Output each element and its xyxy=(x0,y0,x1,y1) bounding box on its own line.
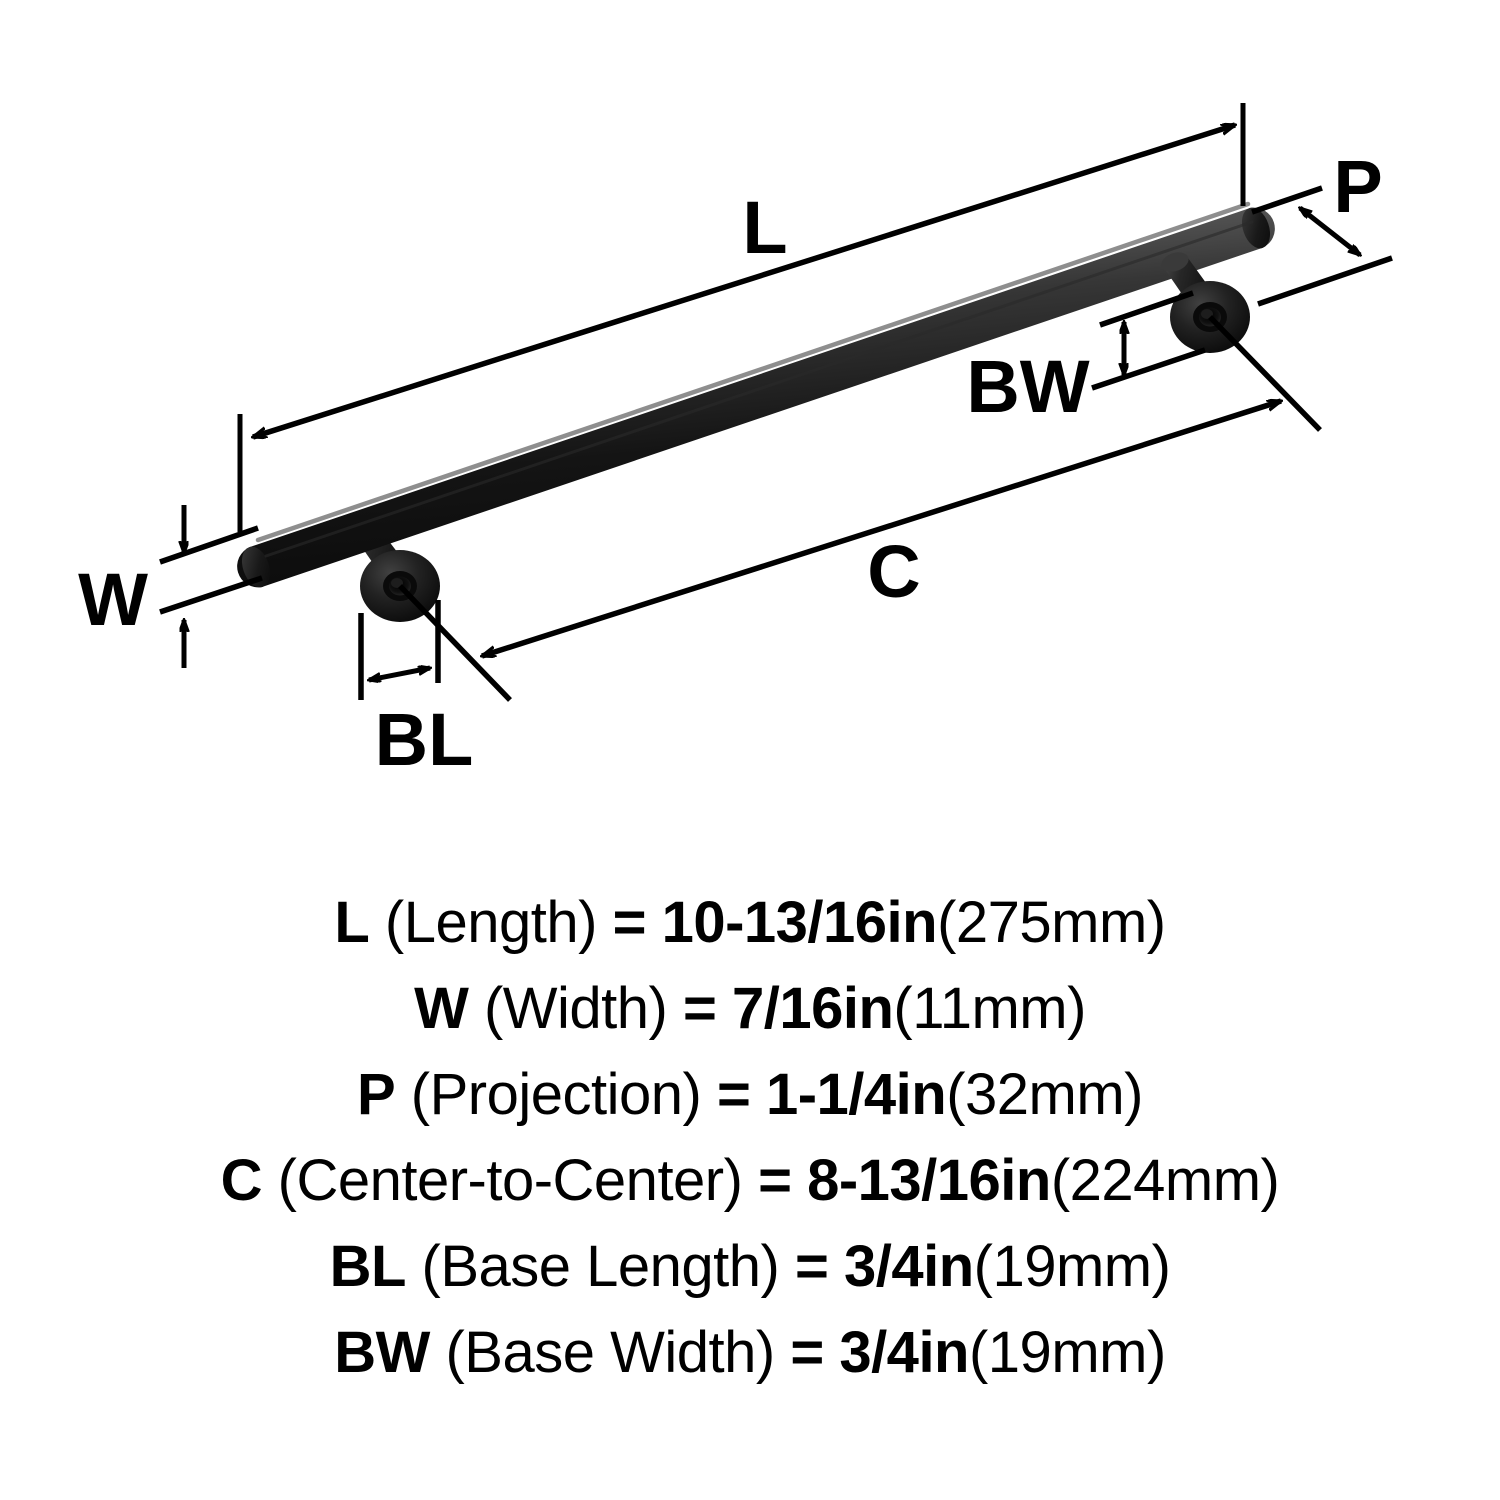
spec-value-inches: 7/16in xyxy=(731,976,894,1041)
base-width-extension-bottom xyxy=(1091,347,1206,391)
label-base-width: BW xyxy=(966,345,1089,428)
dimension-projection: P xyxy=(1251,145,1393,307)
label-center-to-center: C xyxy=(867,530,920,613)
spec-equals: = xyxy=(612,890,647,955)
spec-value-inches: 3/4in xyxy=(839,1320,969,1385)
spec-name: (Center-to-Center) xyxy=(277,1148,743,1213)
spec-value-mm: (19mm) xyxy=(973,1234,1171,1299)
spec-value-mm: (19mm) xyxy=(968,1320,1166,1385)
spec-name: (Base Length) xyxy=(421,1234,780,1299)
spec-value-inches: 1-1/4in xyxy=(765,1062,947,1127)
spec-row-width: W (Width) = 7/16in(11mm) xyxy=(0,966,1500,1052)
length-arrow xyxy=(253,122,1235,440)
spec-symbol: W xyxy=(414,976,469,1041)
label-width: W xyxy=(78,558,148,641)
spec-equals: = xyxy=(682,976,717,1041)
spec-symbol: L xyxy=(334,890,370,955)
label-base-length: BL xyxy=(375,698,474,781)
width-extension-top xyxy=(159,525,259,565)
spec-equals: = xyxy=(716,1062,751,1127)
spec-symbol: P xyxy=(356,1062,396,1127)
width-extension-bottom xyxy=(159,575,263,615)
spec-value-mm: (275mm) xyxy=(937,890,1166,955)
spec-symbol: BW xyxy=(334,1320,430,1385)
ctc-leader-right xyxy=(1208,315,1322,432)
spec-name: (Projection) xyxy=(410,1062,702,1127)
dimension-width: W xyxy=(78,505,263,668)
spec-equals: = xyxy=(790,1320,824,1385)
spec-value-mm: (11mm) xyxy=(893,976,1086,1041)
diagram-svg: L W P xyxy=(78,103,1393,781)
spec-equals: = xyxy=(794,1234,829,1299)
label-projection: P xyxy=(1333,145,1382,228)
specification-list: L (Length) = 10-13/16in(275mm) W (Width)… xyxy=(0,880,1500,1480)
spec-row-projection: P (Projection) = 1-1/4in(32mm) xyxy=(0,1052,1500,1138)
spec-value-inches: 8-13/16in xyxy=(807,1148,1051,1213)
product-diagram: L W P xyxy=(78,103,1393,781)
spec-equals: = xyxy=(758,1148,792,1213)
dimension-length: L xyxy=(237,103,1246,532)
spec-name: (Length) xyxy=(384,890,598,955)
base-width-extension-top xyxy=(1099,290,1194,328)
spec-symbol: C xyxy=(220,1148,263,1213)
spec-row-center-to-center: C (Center-to-Center) = 8-13/16in(224mm) xyxy=(0,1138,1500,1224)
projection-arrow xyxy=(1300,208,1360,255)
dimension-base-length: BL xyxy=(358,600,474,781)
projection-extension-bottom xyxy=(1257,255,1393,307)
base-length-arrow xyxy=(369,668,430,680)
spec-value-inches: 10-13/16in xyxy=(661,890,938,955)
spec-row-base-width: BW (Base Width) = 3/4in(19mm) xyxy=(0,1310,1500,1396)
spec-row-base-length: BL (Base Length) = 3/4in(19mm) xyxy=(0,1224,1500,1310)
projection-extension-top xyxy=(1251,185,1323,215)
spec-symbol: BL xyxy=(329,1234,407,1299)
label-length: L xyxy=(742,186,787,269)
spec-value-inches: 3/4in xyxy=(843,1234,974,1299)
spec-value-mm: (224mm) xyxy=(1050,1148,1280,1213)
spec-name: (Width) xyxy=(483,976,668,1041)
ctc-leader-left xyxy=(398,584,512,702)
spec-row-length: L (Length) = 10-13/16in(275mm) xyxy=(0,880,1500,966)
ctc-arrow xyxy=(482,398,1281,659)
dimension-center-to-center: C xyxy=(398,315,1322,702)
spec-value-mm: (32mm) xyxy=(946,1062,1143,1127)
spec-name: (Base Width) xyxy=(445,1320,775,1385)
